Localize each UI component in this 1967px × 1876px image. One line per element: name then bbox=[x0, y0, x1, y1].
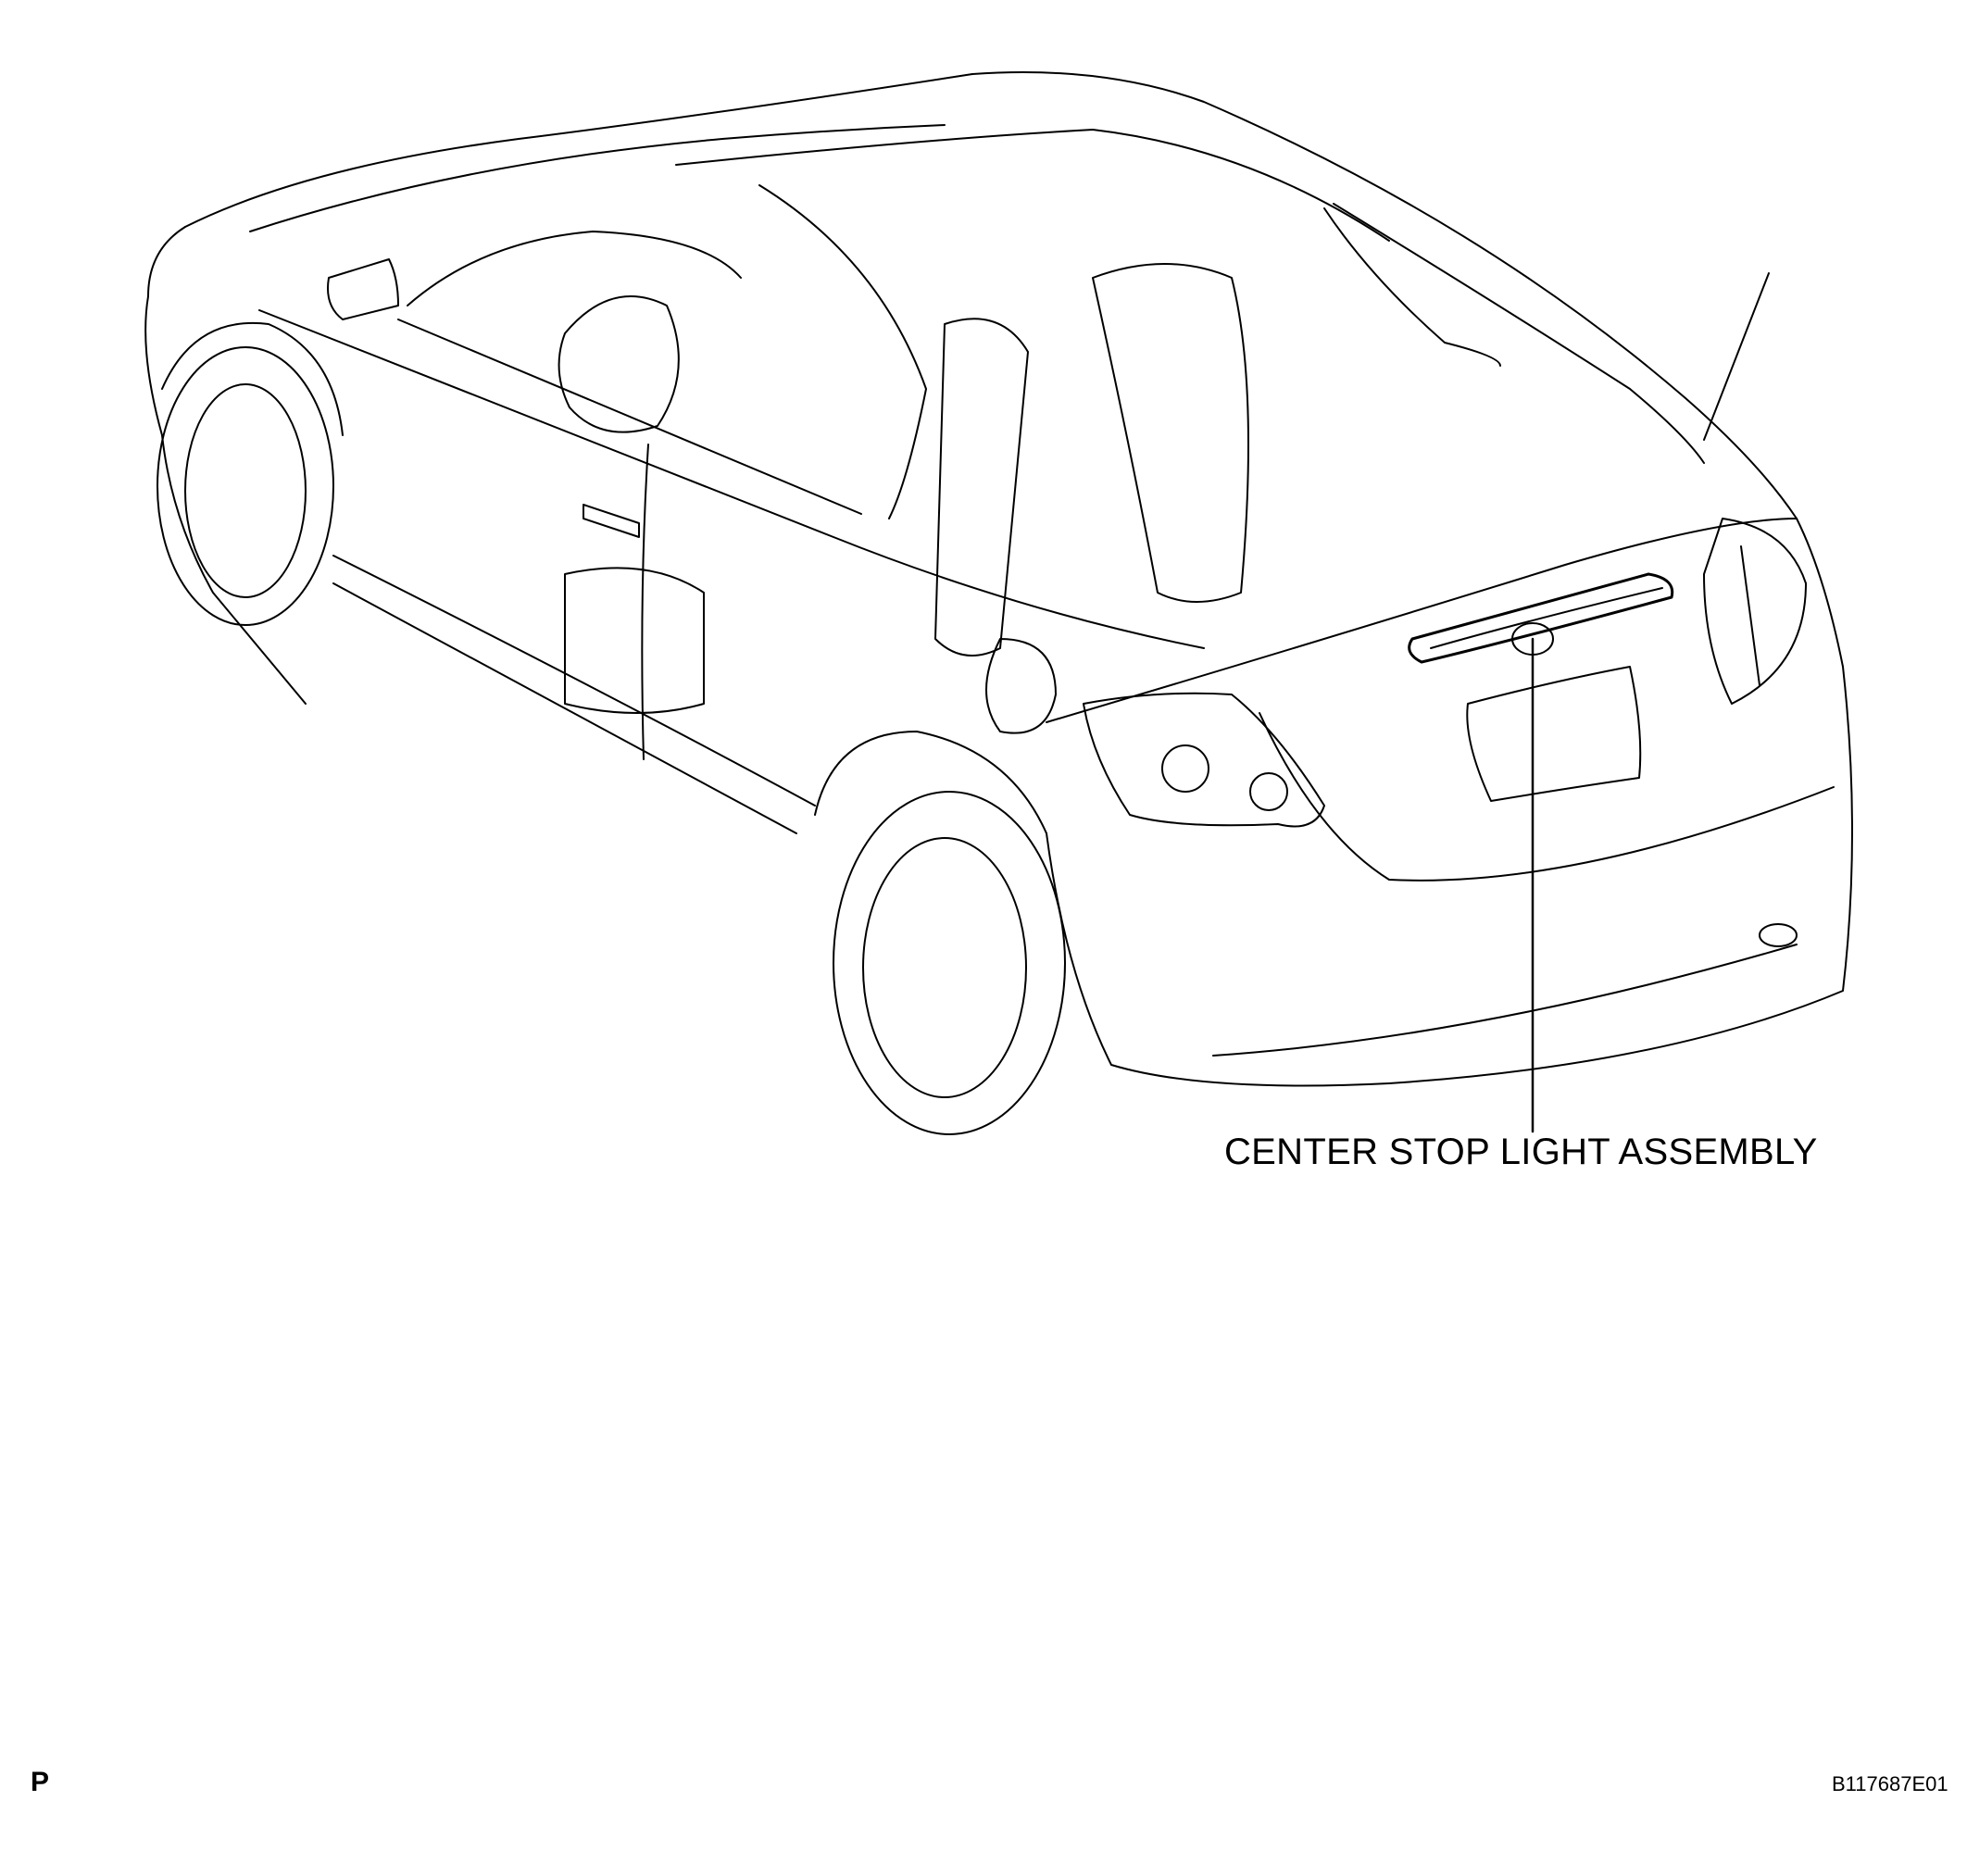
left-tail-light-bulb-2 bbox=[1249, 772, 1288, 811]
rear-wheel-outer bbox=[833, 791, 1066, 1135]
windshield-top bbox=[249, 124, 946, 232]
steering-wheel bbox=[558, 295, 680, 433]
rear-wheel-inner bbox=[862, 837, 1027, 1098]
seat-cushion bbox=[564, 567, 705, 714]
rear-wheel-arch bbox=[814, 731, 1047, 834]
left-tail-light bbox=[1083, 692, 1325, 828]
center-stop-light-inner bbox=[1430, 587, 1663, 649]
lower-side-line bbox=[332, 555, 816, 807]
door-handle bbox=[583, 504, 640, 538]
corner-letter: P bbox=[31, 1767, 50, 1797]
license-plate-recess bbox=[1466, 666, 1642, 802]
roof-inner-line bbox=[675, 129, 1390, 242]
antenna bbox=[1703, 272, 1770, 441]
rear-pillar bbox=[1323, 207, 1501, 367]
front-bumper bbox=[161, 434, 307, 705]
trunk-lid-edge bbox=[1046, 518, 1798, 723]
right-tail-light bbox=[1703, 518, 1807, 705]
hood-front bbox=[144, 226, 186, 436]
bumper-lower-line bbox=[1212, 944, 1798, 1057]
rear-panel-line bbox=[1259, 712, 1835, 882]
rocker-panel bbox=[332, 582, 797, 834]
front-wheel-outer bbox=[157, 346, 334, 626]
rear-bumper bbox=[1046, 518, 1853, 1087]
exhaust-tip bbox=[1759, 923, 1798, 947]
front-wheel-inner bbox=[184, 383, 307, 598]
front-door-rear-edge bbox=[641, 444, 649, 760]
front-seat bbox=[934, 318, 1029, 657]
roof-outline bbox=[184, 71, 1798, 519]
rear-seat bbox=[1092, 263, 1249, 603]
center-stop-light-assembly-label: CENTER STOP LIGHT ASSEMBLY bbox=[1224, 1132, 1818, 1172]
front-wheel-arch bbox=[161, 321, 344, 436]
beltline bbox=[258, 309, 1205, 649]
rear-window-line bbox=[1333, 203, 1705, 464]
dashboard bbox=[407, 231, 742, 306]
fuel-door bbox=[985, 638, 1057, 734]
right-tail-light-inner bbox=[1740, 545, 1760, 686]
left-tail-light-bulb bbox=[1161, 744, 1209, 793]
window-sill bbox=[397, 319, 862, 515]
a-pillar bbox=[758, 184, 927, 519]
center-stop-light-assembly bbox=[1408, 572, 1674, 664]
side-mirror bbox=[327, 258, 399, 320]
figure-code: B117687E01 bbox=[1832, 1772, 1948, 1795]
